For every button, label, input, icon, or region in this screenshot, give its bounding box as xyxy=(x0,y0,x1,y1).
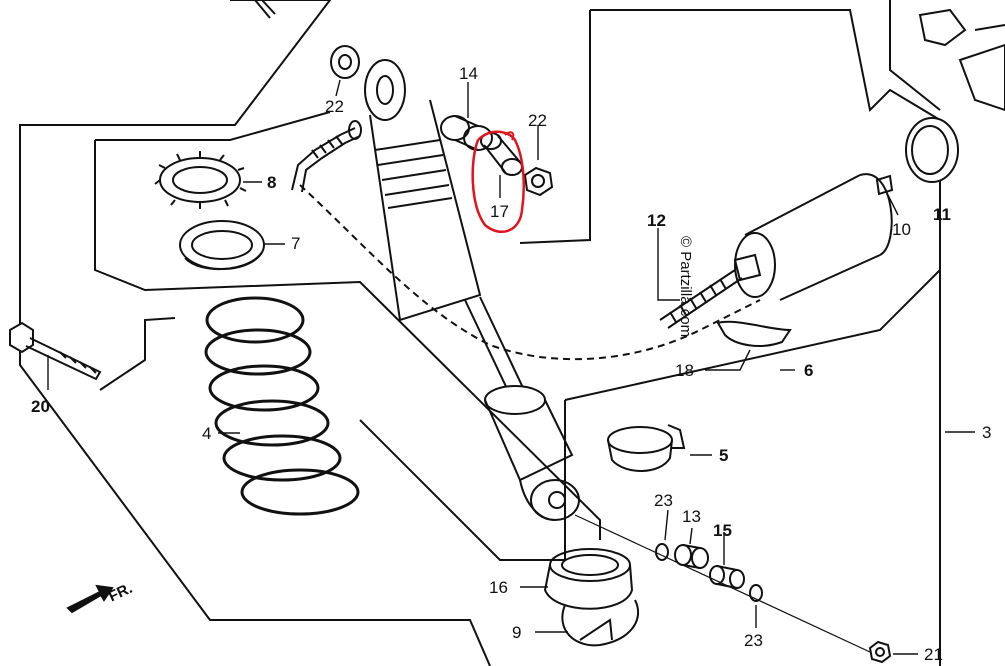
o-ring-23-lower xyxy=(749,584,763,602)
boot-9 xyxy=(561,599,640,647)
part-label-3: 3 xyxy=(982,423,992,442)
part-label-22-right: 22 xyxy=(528,111,547,130)
shock-absorber xyxy=(364,59,580,521)
top-right-parts xyxy=(918,8,1005,112)
part-label-21: 21 xyxy=(924,645,943,664)
part-label-6: 6 xyxy=(804,361,814,380)
part-label-23-upper: 23 xyxy=(654,491,673,510)
group-outline-lines xyxy=(19,0,941,666)
pin-top-left xyxy=(254,0,276,19)
front-direction-arrow xyxy=(66,584,114,614)
part-label-5: 5 xyxy=(719,446,729,465)
part-label-7: 7 xyxy=(291,234,301,253)
collar-13 xyxy=(674,544,709,569)
nut-21 xyxy=(868,640,892,664)
part-label-14: 14 xyxy=(459,64,478,83)
bolt-20 xyxy=(9,321,102,381)
watermark: © Partzilla.com xyxy=(677,236,694,338)
dashed-cable xyxy=(299,184,761,361)
highlight-tail xyxy=(504,131,515,141)
part-label-12: 12 xyxy=(647,211,666,230)
assembly-axis xyxy=(574,514,871,653)
highlight-circle-17 xyxy=(471,130,525,234)
part-label-22-top: 22 xyxy=(325,97,344,116)
part-label-8: 8 xyxy=(267,173,277,192)
part-label-9: 9 xyxy=(512,623,522,642)
washer-8 xyxy=(154,151,247,209)
part-label-11: 11 xyxy=(933,205,951,224)
part-label-16: 16 xyxy=(489,578,508,597)
plug-10 xyxy=(875,174,894,196)
part-label-4: 4 xyxy=(202,424,212,443)
part-label-10: 10 xyxy=(892,220,911,239)
part-label-13: 13 xyxy=(682,507,701,526)
nut-22-right xyxy=(523,166,554,197)
hose-fitting xyxy=(291,120,362,193)
part-label-20: 20 xyxy=(31,397,50,416)
part-label-18: 18 xyxy=(675,361,694,380)
clip-18 xyxy=(716,320,792,347)
cap-11 xyxy=(905,117,959,183)
part-label-17: 17 xyxy=(490,202,509,221)
part-label-15: 15 xyxy=(713,521,732,540)
bearing-15 xyxy=(709,565,745,589)
leader-lines xyxy=(47,79,975,655)
spring-12 xyxy=(659,269,743,329)
band-5 xyxy=(607,424,686,472)
reservoir xyxy=(733,173,893,301)
boot-16 xyxy=(543,548,634,610)
nut-22-top xyxy=(330,45,360,79)
washer-7 xyxy=(179,220,265,270)
part-label-23-lower: 23 xyxy=(744,631,763,650)
spring-4 xyxy=(204,296,360,516)
